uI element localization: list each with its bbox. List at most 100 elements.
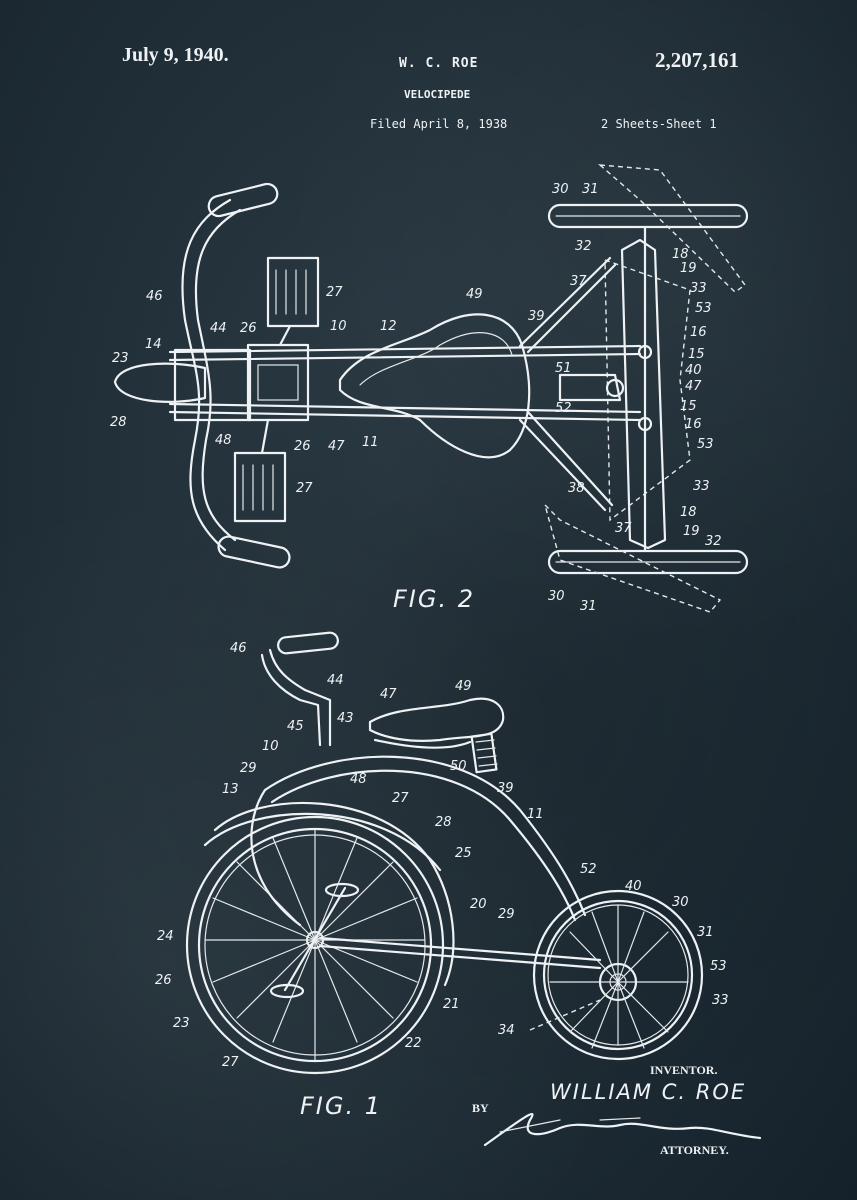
ref-18: 18 bbox=[672, 247, 689, 262]
ref-15: 15 bbox=[688, 347, 705, 362]
ref1-48: 48 bbox=[350, 772, 367, 787]
ref-11: 11 bbox=[362, 435, 379, 450]
front-fender bbox=[213, 801, 455, 987]
ref1-22: 22 bbox=[405, 1036, 422, 1051]
rear-wheel-spokes bbox=[549, 904, 689, 1049]
patent-number: 2,207,161 bbox=[655, 48, 739, 72]
ref-12: 12 bbox=[380, 319, 397, 334]
ref-40: 40 bbox=[685, 363, 702, 378]
ref1-21: 21 bbox=[443, 997, 460, 1012]
ref1-10: 10 bbox=[262, 739, 279, 754]
front-wheel bbox=[185, 815, 445, 1075]
ref1-27: 27 bbox=[392, 791, 409, 806]
fig2-drawing bbox=[113, 164, 749, 613]
ref1-24: 24 bbox=[157, 929, 174, 944]
ref-26: 26 bbox=[240, 321, 257, 336]
ref1-49: 49 bbox=[455, 679, 472, 694]
attorney-signature bbox=[483, 1112, 762, 1147]
ref-33: 33 bbox=[690, 281, 707, 296]
inventor-name: WILLIAM C. ROE bbox=[550, 1080, 747, 1104]
ref1-50: 50 bbox=[450, 759, 467, 774]
fig1-drawing bbox=[185, 631, 704, 1075]
ref1-30: 30 bbox=[672, 895, 689, 910]
rear-wheel-top bbox=[547, 203, 749, 229]
ref1-31: 31 bbox=[697, 925, 714, 940]
ref-46: 46 bbox=[146, 289, 163, 304]
ref-33b: 33 bbox=[693, 479, 710, 494]
ref-15b: 15 bbox=[680, 399, 697, 414]
ref-10: 10 bbox=[330, 319, 347, 334]
ref-31: 31 bbox=[582, 182, 599, 197]
steering-head bbox=[246, 343, 310, 422]
rear-wheel bbox=[532, 889, 704, 1061]
fig2-reference-numbers: 30 31 32 37 18 19 33 53 16 15 40 47 15 1… bbox=[110, 182, 722, 614]
rear-axle bbox=[620, 238, 667, 550]
main-frame-arch bbox=[263, 755, 587, 917]
pedal-top bbox=[266, 256, 320, 328]
ref1-45: 45 bbox=[287, 719, 304, 734]
ref-16b: 16 bbox=[685, 417, 702, 432]
ref1-43: 43 bbox=[337, 711, 354, 726]
ref-30: 30 bbox=[552, 182, 569, 197]
ref-28: 28 bbox=[110, 415, 127, 430]
ref-48: 48 bbox=[215, 433, 232, 448]
ref-49: 49 bbox=[466, 287, 483, 302]
lower-frame-bar bbox=[318, 936, 602, 962]
ref-39: 39 bbox=[528, 309, 545, 324]
sheet-count: 2 Sheets-Sheet 1 bbox=[601, 117, 717, 131]
ref-38: 38 bbox=[568, 481, 585, 496]
seat bbox=[368, 697, 505, 742]
ref-53: 53 bbox=[695, 301, 712, 316]
ref1-25: 25 bbox=[455, 846, 472, 861]
ref1-53: 53 bbox=[710, 959, 727, 974]
seat-top-view bbox=[338, 313, 531, 459]
ref1-20: 20 bbox=[470, 897, 487, 912]
ref1-28: 28 bbox=[435, 815, 452, 830]
rear-wheel-bottom bbox=[547, 549, 749, 575]
ref1-46: 46 bbox=[230, 641, 247, 656]
ref-19: 19 bbox=[680, 261, 697, 276]
ref1-34: 34 bbox=[498, 1023, 515, 1038]
ref1-26: 26 bbox=[155, 973, 172, 988]
ref-47b: 47 bbox=[328, 439, 345, 454]
ref-32: 32 bbox=[575, 239, 592, 254]
ref-52: 52 bbox=[555, 401, 572, 416]
ref-37b: 37 bbox=[615, 521, 632, 536]
attorney-label: ATTORNEY. bbox=[660, 1143, 729, 1157]
ref-27b: 27 bbox=[296, 481, 313, 496]
ref-31b: 31 bbox=[580, 599, 597, 614]
ref-37: 37 bbox=[570, 274, 587, 289]
patent-date: July 9, 1940. bbox=[122, 44, 229, 66]
ref1-11: 11 bbox=[527, 807, 544, 822]
ref1-29: 29 bbox=[240, 761, 257, 776]
ref1-13: 13 bbox=[222, 782, 239, 797]
ref-23: 23 bbox=[112, 351, 129, 366]
ref1-39: 39 bbox=[497, 781, 514, 796]
ref-51: 51 bbox=[555, 361, 572, 376]
filed-date: Filed April 8, 1938 bbox=[370, 117, 508, 131]
ref-30b: 30 bbox=[548, 589, 565, 604]
by-label: BY bbox=[472, 1101, 489, 1115]
pedal-bottom bbox=[233, 451, 287, 523]
handlebar-top-view bbox=[181, 198, 232, 552]
ref-19b: 19 bbox=[683, 524, 700, 539]
ref-14: 14 bbox=[145, 337, 162, 352]
ref-27: 27 bbox=[326, 285, 343, 300]
ref-47: 47 bbox=[685, 379, 702, 394]
ref-53b: 53 bbox=[697, 437, 714, 452]
ref1-44: 44 bbox=[327, 673, 344, 688]
handlebar-stem bbox=[260, 648, 332, 747]
ref-32b: 32 bbox=[705, 534, 722, 549]
ref1-33: 33 bbox=[712, 993, 729, 1008]
ref1-47: 47 bbox=[380, 687, 397, 702]
patent-title: VELOCIPEDE bbox=[404, 88, 471, 101]
ref-16: 16 bbox=[690, 325, 707, 340]
ref1-52: 52 bbox=[580, 862, 597, 877]
fig1-label: FIG. 1 bbox=[300, 1092, 382, 1120]
front-wheel-spokes bbox=[204, 829, 426, 1061]
front-wheel-top-view bbox=[113, 362, 207, 403]
ref-44: 44 bbox=[210, 321, 227, 336]
ref-18b: 18 bbox=[680, 505, 697, 520]
fig1-reference-numbers: 46 44 47 49 45 43 10 29 13 48 50 39 11 2… bbox=[155, 641, 729, 1070]
